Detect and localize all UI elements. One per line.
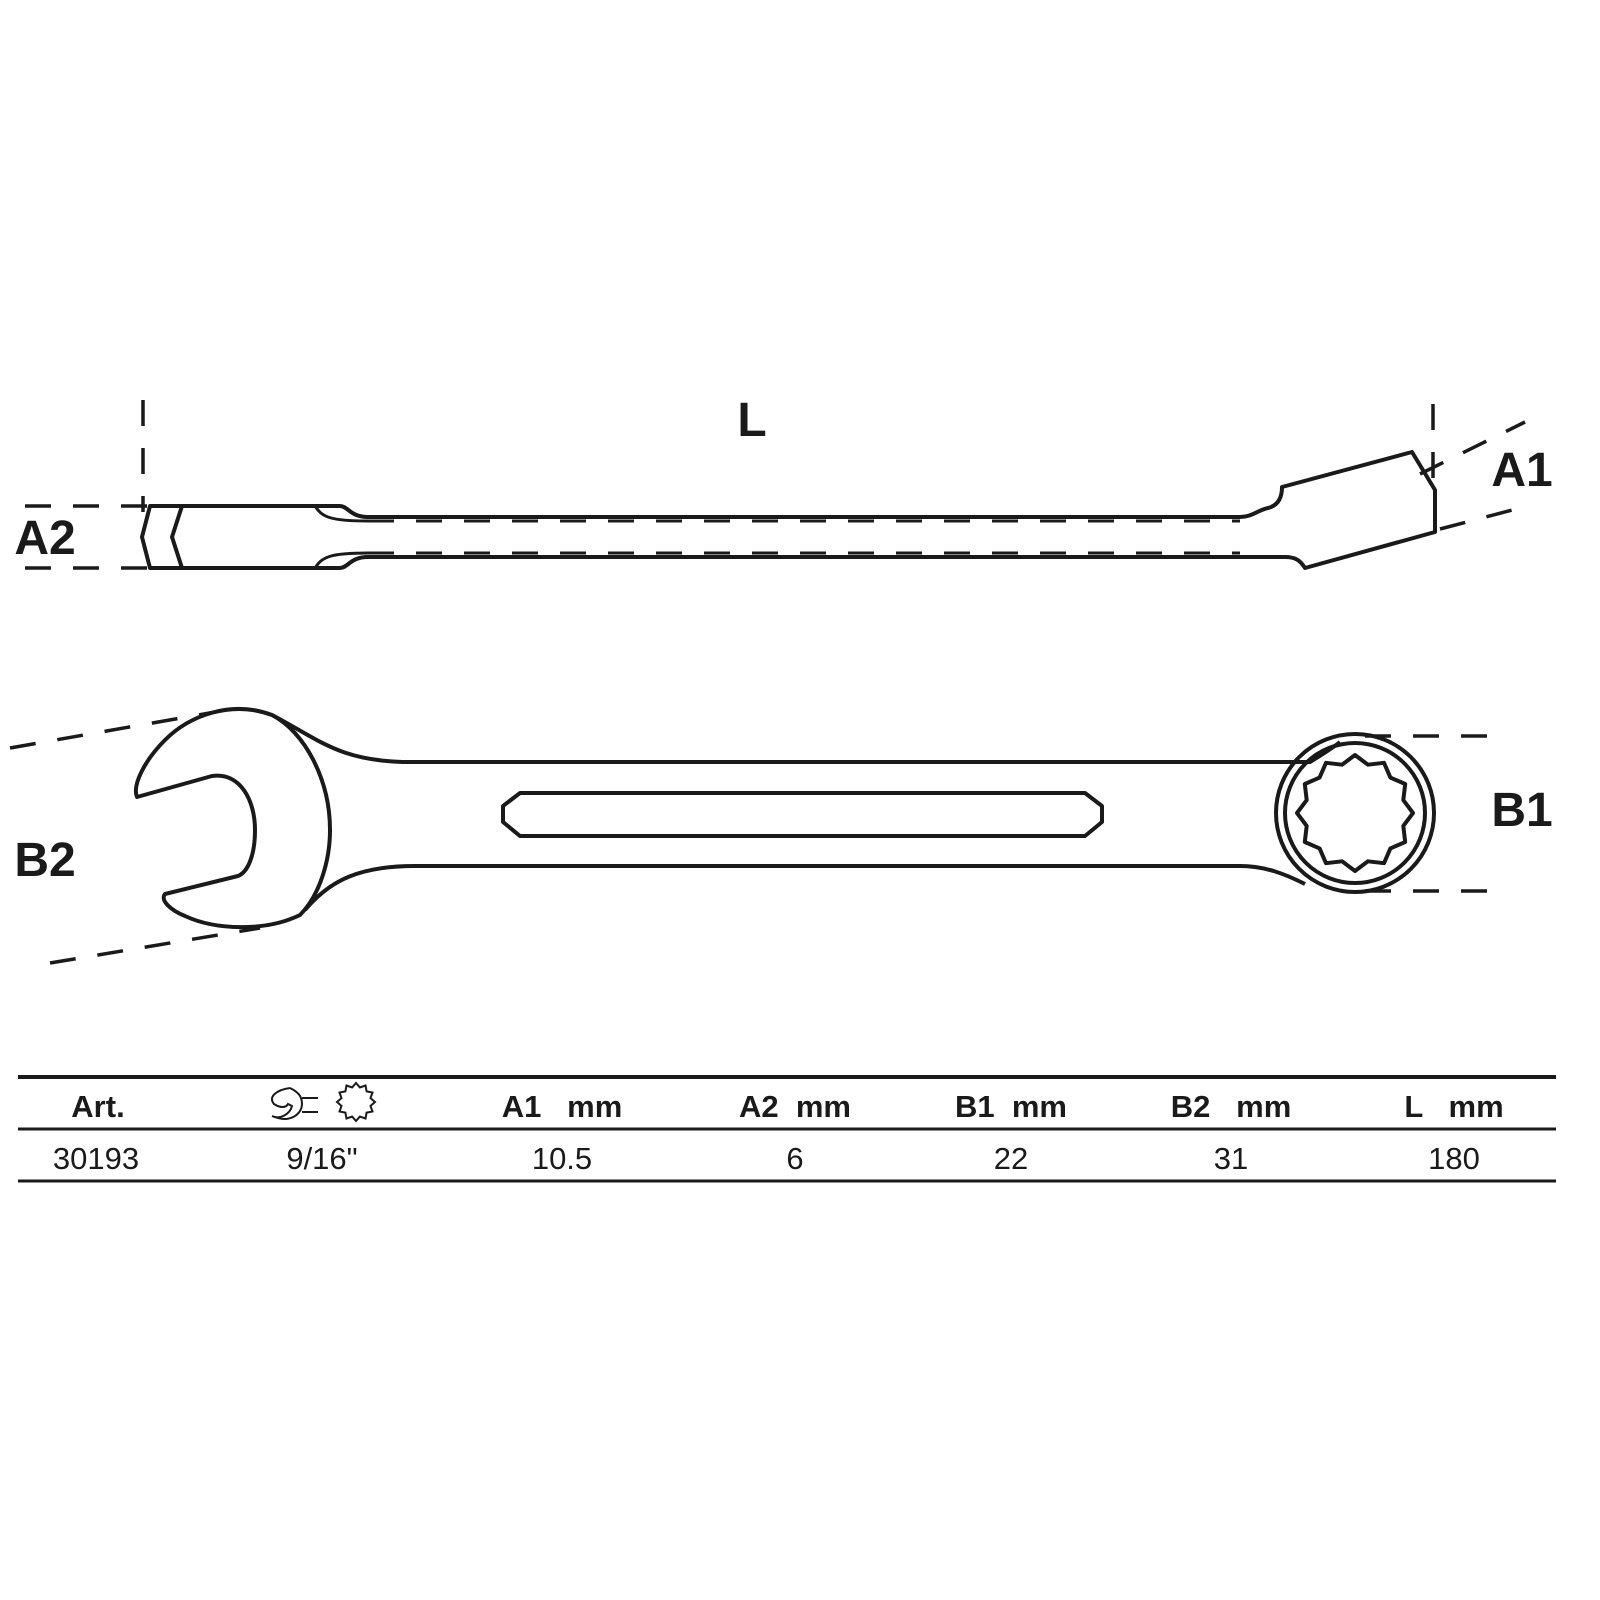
header-a1: A1 mm	[502, 1089, 623, 1124]
dimension-lines-side	[25, 400, 1526, 570]
cell-a1: 10.5	[532, 1141, 592, 1176]
12-point-ring-icon	[335, 1081, 377, 1123]
header-art: Art.	[71, 1089, 124, 1124]
dimension-label-A1: A1	[1491, 444, 1552, 497]
header-l: L mm	[1404, 1089, 1503, 1124]
dimension-label-B2: B2	[14, 834, 75, 887]
header-b1: B1 mm	[955, 1089, 1067, 1124]
cell-a2: 6	[786, 1141, 803, 1176]
cell-size: 9/16"	[286, 1141, 357, 1176]
dimension-label-B1: B1	[1491, 784, 1552, 837]
wrench-top-view	[133, 707, 1436, 930]
header-b2: B2 mm	[1171, 1089, 1292, 1124]
dimension-label-L: L	[737, 394, 766, 447]
cell-l: 180	[1428, 1141, 1480, 1176]
cell-b1: 22	[994, 1141, 1028, 1176]
dimension-label-A2: A2	[14, 512, 75, 565]
wrench-side-view	[140, 450, 1437, 570]
header-a2: A2 mm	[739, 1089, 851, 1124]
12-point-ring-opening	[1295, 753, 1415, 873]
cell-b2: 31	[1214, 1141, 1248, 1176]
open-end-wrench-icon	[271, 1087, 318, 1120]
spec-table: Art. A1 mm A2 mm B1 mm B2 mm L mm 30193 …	[18, 1075, 1556, 1183]
cell-art: 30193	[53, 1141, 139, 1176]
dimension-lines-top	[9, 710, 1490, 965]
